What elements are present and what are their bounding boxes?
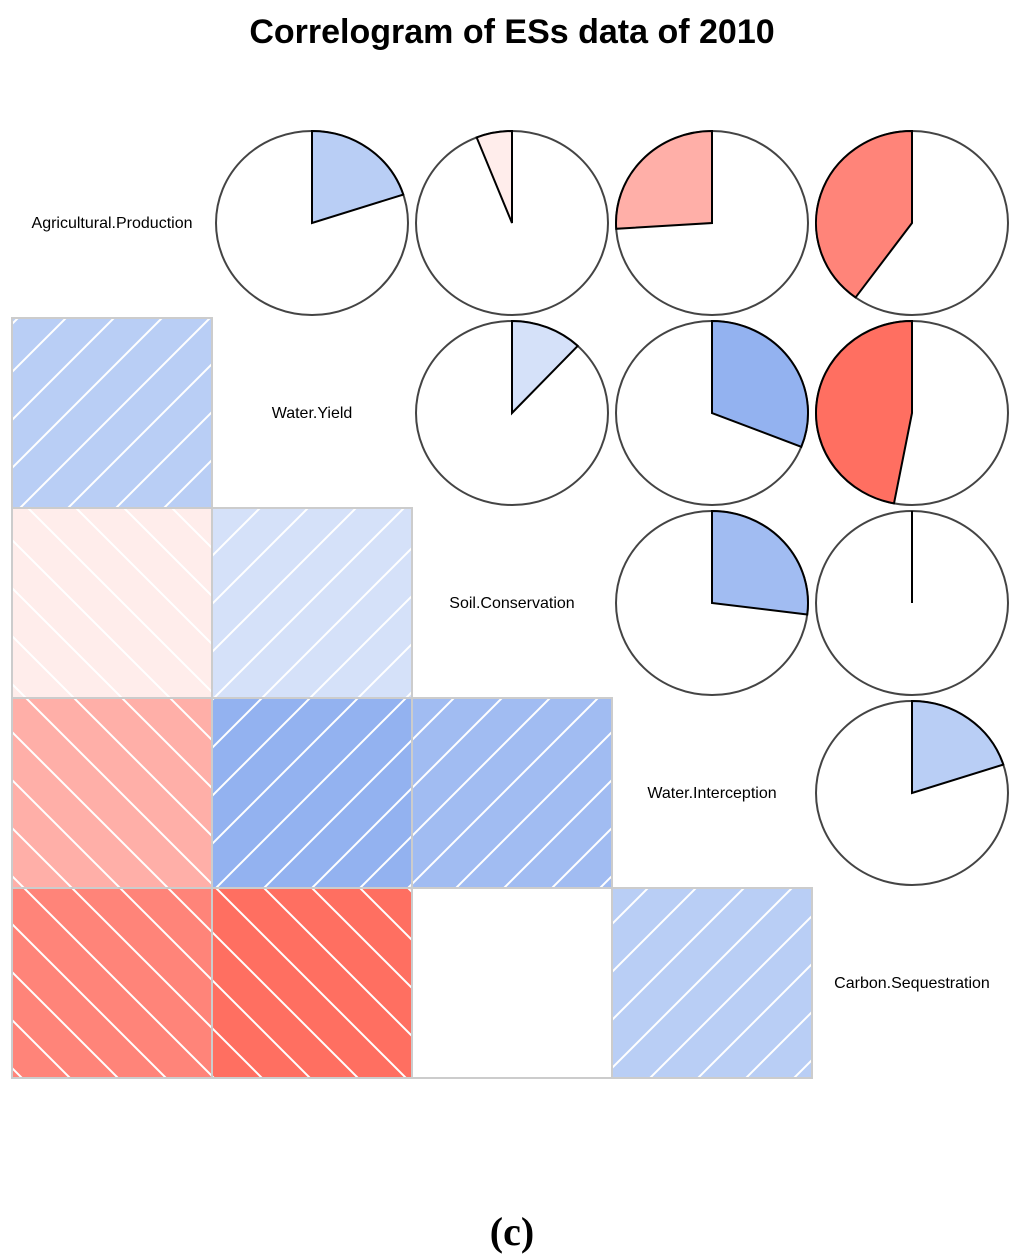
pie-slice-water-yield-soil-conservation [511, 319, 580, 416]
correlation-cells [11, 129, 1009, 1079]
pie-slice-agricultural-production-carbon-sequestration [815, 129, 913, 299]
pie-slice-water-yield-carbon-sequestration [815, 319, 913, 505]
diagonal-label-soil-conservation: Soil.Conservation [449, 595, 574, 612]
shade-hatch-water-yield-agricultural-production [11, 317, 213, 509]
pie-slice-agricultural-production-water-interception [615, 129, 713, 230]
pie-slice-water-yield-water-interception [711, 319, 809, 449]
shade-hatch-water-interception-soil-conservation [411, 697, 613, 889]
shade-hatch-carbon-sequestration-agricultural-production [11, 887, 213, 1079]
panel-caption: (c) [490, 1209, 534, 1254]
shade-hatch-soil-conservation-water-yield [211, 507, 413, 699]
shade-hatch-water-interception-water-yield [211, 697, 413, 889]
diagonal-label-carbon-sequestration: Carbon.Sequestration [834, 975, 990, 992]
diagonal-label-water-interception: Water.Interception [647, 785, 776, 802]
shade-hatch-carbon-sequestration-soil-conservation [411, 887, 613, 1079]
diagonal-label-agricultural-production: Agricultural.Production [32, 215, 193, 232]
shade-hatch-carbon-sequestration-water-interception [611, 887, 813, 1079]
shade-hatch-water-interception-agricultural-production [11, 697, 213, 889]
shade-hatch-soil-conservation-agricultural-production [11, 507, 213, 699]
diagonal-label-water-yield: Water.Yield [272, 405, 353, 422]
pie-slice-water-interception-carbon-sequestration [911, 699, 1005, 795]
chart-title: Correlogram of ESs data of 2010 [249, 13, 774, 51]
shade-hatch-carbon-sequestration-water-yield [211, 887, 413, 1079]
variable-labels: Agricultural.ProductionWater.YieldSoil.C… [32, 215, 990, 992]
pie-slice-agricultural-production-water-yield [311, 129, 405, 225]
pie-slice-soil-conservation-water-interception [711, 509, 809, 616]
pie-slice-agricultural-production-soil-conservation [475, 129, 513, 224]
